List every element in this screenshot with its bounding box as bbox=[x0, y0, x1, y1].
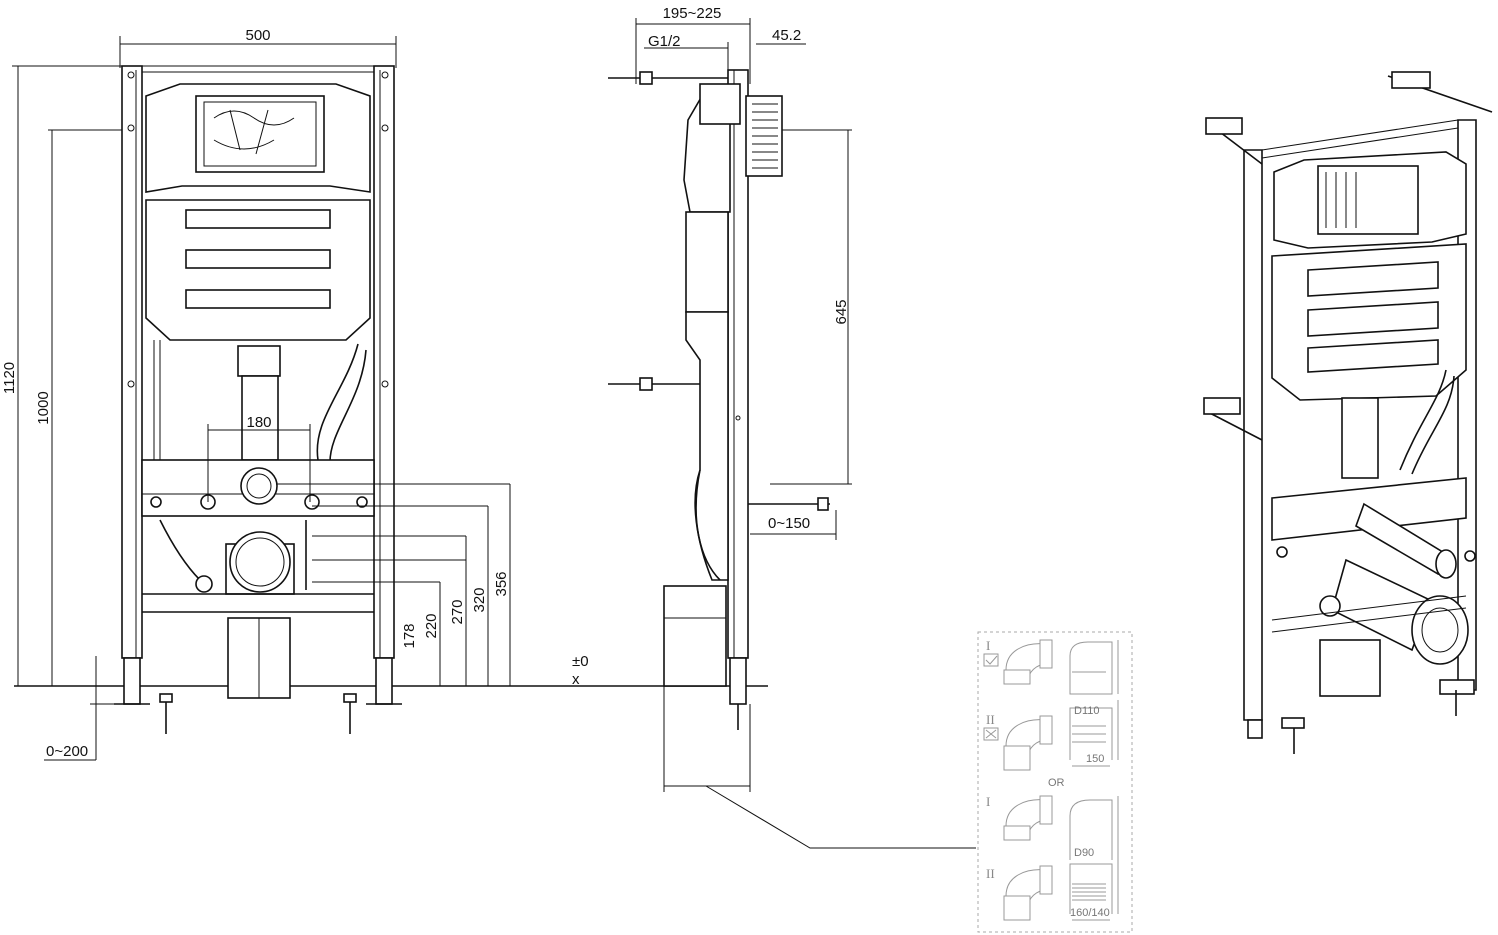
depth-label: 195~225 bbox=[663, 5, 722, 22]
dim-356-label: 356 bbox=[493, 571, 510, 596]
dim-178-label: 178 bbox=[401, 623, 418, 648]
height-645-label: 645 bbox=[833, 299, 850, 324]
front-view: 500 1120 1000 bbox=[1, 27, 768, 761]
row2-roman: II bbox=[986, 712, 995, 727]
zero-level-label: ±0 bbox=[572, 653, 589, 670]
d90-label: D90 bbox=[1074, 847, 1094, 859]
thread-label: G1/2 bbox=[648, 33, 681, 50]
height-1120-label: 1120 bbox=[1, 362, 18, 394]
offset-label: 45.2 bbox=[772, 27, 801, 44]
spacing-180-label: 180 bbox=[246, 414, 271, 431]
dim-320-label: 320 bbox=[471, 587, 488, 612]
x-mark: x bbox=[572, 671, 580, 688]
dim-150-label: 150 bbox=[1086, 753, 1104, 765]
dim-160-140-label: 160/140 bbox=[1070, 907, 1110, 919]
floor-adjust-label: 0~200 bbox=[46, 743, 88, 760]
width-500-label: 500 bbox=[245, 27, 270, 44]
dim-220-label: 220 bbox=[423, 613, 440, 638]
side-view: 195~225 G1/2 45.2 645 bbox=[572, 5, 976, 849]
row3-roman: I bbox=[986, 794, 990, 809]
dim-270-label: 270 bbox=[449, 599, 466, 624]
d110-label: D110 bbox=[1074, 705, 1099, 717]
row1-roman: I bbox=[986, 638, 990, 653]
isometric-view bbox=[1203, 71, 1493, 754]
rod-adjust-label: 0~150 bbox=[768, 515, 810, 532]
or-label: OR bbox=[1048, 777, 1065, 789]
height-1000-label: 1000 bbox=[35, 391, 52, 424]
connection-variants-inset: I II D110 150 OR I D90 II bbox=[977, 631, 1133, 933]
row4-roman: II bbox=[986, 866, 995, 881]
